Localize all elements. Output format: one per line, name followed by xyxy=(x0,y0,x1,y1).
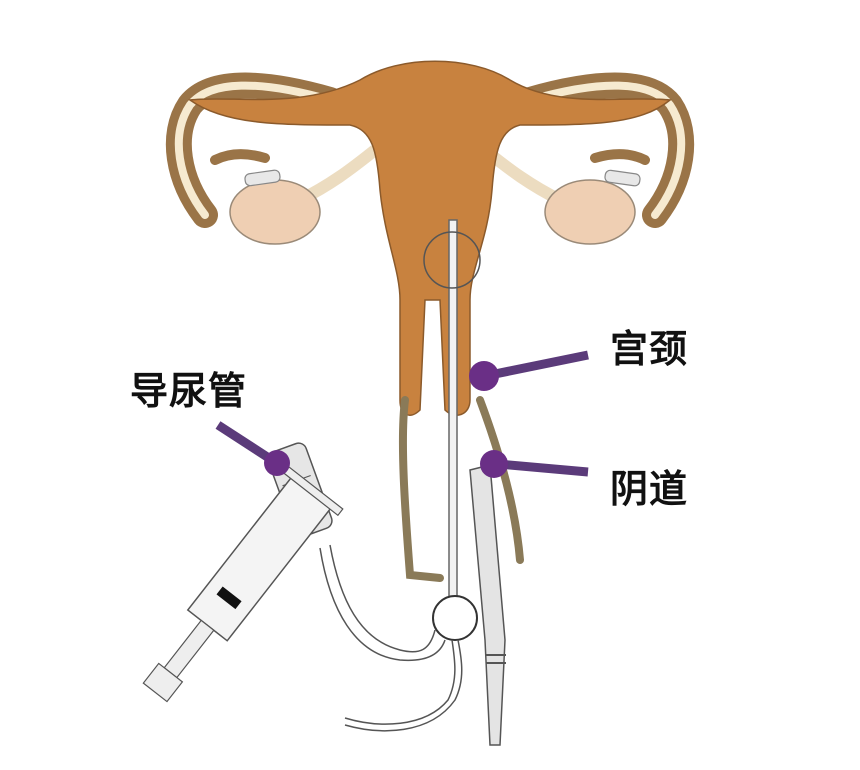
label-vagina: 阴道 xyxy=(610,467,689,511)
pointer-catheter xyxy=(215,421,290,476)
right-ovary xyxy=(544,179,636,245)
vagina-left-wall xyxy=(398,396,444,582)
catheter-rod xyxy=(448,219,458,616)
label-cervix: 宫颈 xyxy=(610,327,689,371)
balloon-top xyxy=(423,231,481,289)
speculum xyxy=(469,464,506,746)
left-ovary xyxy=(229,179,321,245)
balloon-bottom xyxy=(432,595,478,641)
syringe xyxy=(142,465,344,703)
pointer-cervix xyxy=(469,350,589,391)
label-catheter: 导尿管 xyxy=(130,369,248,413)
pointer-vagina xyxy=(480,450,589,478)
fallopian-tubes xyxy=(165,72,695,228)
